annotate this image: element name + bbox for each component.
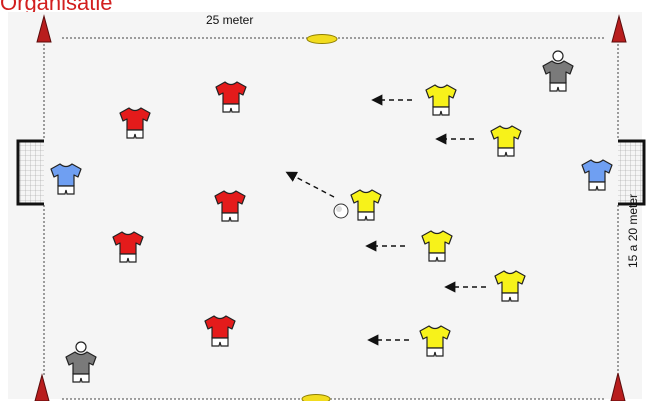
goal-icon xyxy=(16,139,44,206)
pitch-boundary xyxy=(43,37,619,400)
shirt-icon-yellow xyxy=(350,189,382,221)
shirt-icon-yellow xyxy=(425,84,457,116)
movement-arrows xyxy=(285,94,486,346)
diagram-title: Organisatie xyxy=(0,0,113,15)
shirt-icon-red xyxy=(214,190,246,222)
shirt-icon-red xyxy=(119,107,151,139)
arrow-icon xyxy=(285,171,335,198)
shirt-icon-yellow xyxy=(419,325,451,357)
cone-icon xyxy=(34,373,50,401)
shirt-icon-yellow xyxy=(421,230,453,262)
shirt-icon-keeper xyxy=(581,159,613,191)
goal-icon xyxy=(618,139,646,206)
shirt-icon-red xyxy=(204,315,236,347)
shirt-icon-red xyxy=(112,231,144,263)
pitch-background xyxy=(8,12,642,399)
cone-icon xyxy=(610,372,626,401)
marker-disc-icon xyxy=(301,394,331,401)
shirt-icon-yellow xyxy=(490,125,522,157)
shirt-icon-keeper xyxy=(50,163,82,195)
marker-disc-icon xyxy=(306,34,338,44)
coach-icon xyxy=(542,50,574,92)
cone-icon xyxy=(36,14,52,43)
shirt-icon-yellow xyxy=(494,270,526,302)
ball-icon xyxy=(333,203,349,219)
length-label: 15 a 20 meter xyxy=(626,193,640,268)
coach-icon xyxy=(65,341,97,383)
shirt-icon-red xyxy=(215,81,247,113)
cone-icon xyxy=(611,14,627,43)
width-label: 25 meter xyxy=(206,13,254,27)
